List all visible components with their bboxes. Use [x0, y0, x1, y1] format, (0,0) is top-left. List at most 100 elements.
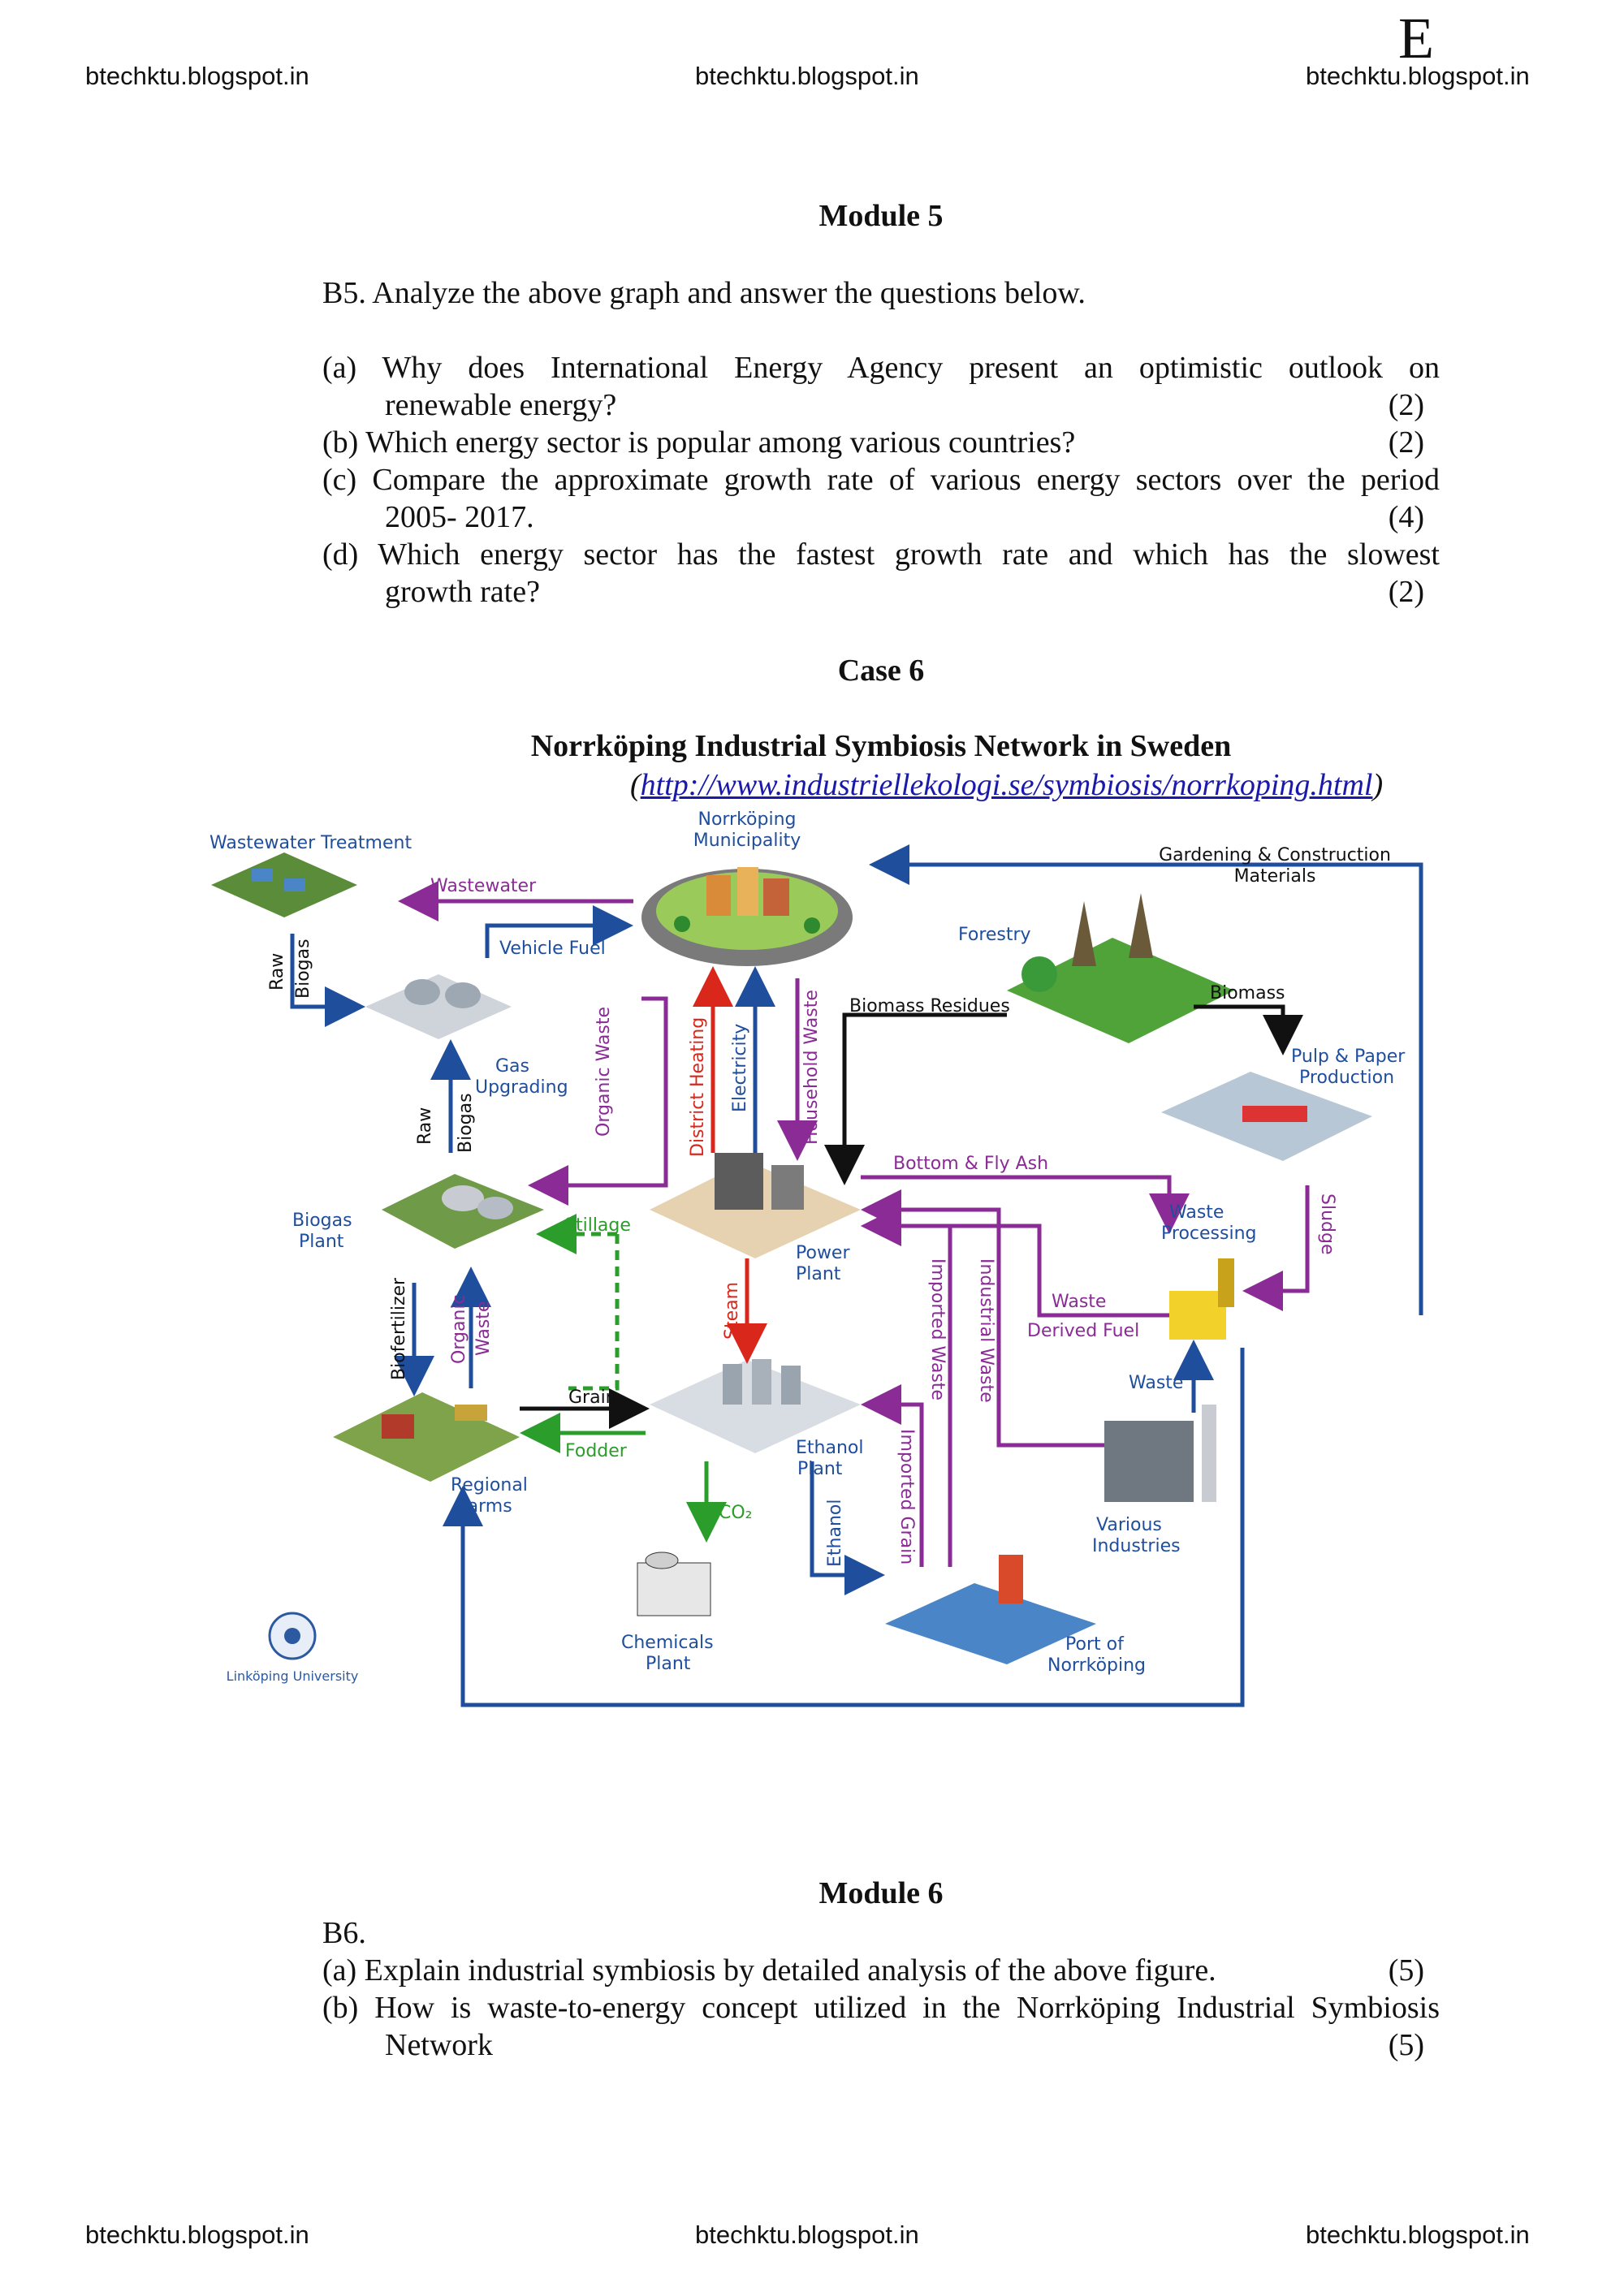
label-linkoping: Linköping University: [227, 1668, 359, 1684]
label-various-2: Industries: [1092, 1536, 1181, 1556]
q5d-mark: (2): [1388, 575, 1424, 609]
municipality-node: [641, 867, 853, 966]
link-close-paren: ): [1372, 768, 1384, 802]
arrow-waste-derived-fuel: [861, 1206, 1169, 1318]
label-electricity: Electricity: [730, 1024, 750, 1112]
label-ethanol-plant-1: Ethanol: [796, 1438, 863, 1458]
label-forestry: Forestry: [958, 925, 1031, 945]
case6-title: Case 6: [837, 654, 925, 688]
label-raw-mid: Raw: [415, 1107, 435, 1145]
arrow-industrial-waste: [861, 1189, 1104, 1448]
gas-upgrading-node: [365, 974, 512, 1039]
footer-center: btechktu.blogspot.in: [695, 2220, 919, 2249]
arrow-gardening: [869, 844, 1423, 1315]
label-biogas-plant-2: Plant: [299, 1232, 344, 1252]
label-regional-1: Regional: [451, 1475, 528, 1495]
q5b-mark: (2): [1388, 425, 1424, 460]
regional-farms-node: [333, 1392, 520, 1482]
q6a-row: (a) Explain industrial symbiosis by deta…: [322, 1952, 1440, 1989]
arrow-vehicle-fuel: [485, 905, 633, 958]
label-wastewater: Wastewater: [430, 876, 537, 896]
header-left: btechktu.blogspot.in: [85, 62, 309, 90]
label-ethanol: Ethanol: [825, 1500, 845, 1567]
label-imported-waste: Imported Waste: [927, 1258, 948, 1400]
q5c-line1: (c) Compare the approximate growth rate …: [322, 463, 1440, 497]
label-pulp: Pulp & Paper: [1291, 1047, 1406, 1067]
linkoping-logo: [268, 1612, 317, 1660]
label-biogas-mid: Biogas: [456, 1093, 476, 1153]
arrow-stillage-line: [568, 1234, 620, 1391]
link-open-paren: (: [630, 768, 641, 802]
label-biofertilizer: Biofertilizer: [389, 1277, 409, 1380]
arrow-biomass: [1194, 1004, 1303, 1055]
q6a: (a) Explain industrial symbiosis by deta…: [322, 1953, 1216, 1987]
label-waste-processing-2: Processing: [1161, 1224, 1256, 1244]
module6-intro: B6.: [322, 1916, 366, 1950]
various-industries-node: [1104, 1405, 1216, 1502]
port-node: [885, 1555, 1096, 1664]
ethanol-plant-node: [650, 1359, 861, 1453]
label-biomass: Biomass: [1210, 983, 1285, 1003]
label-gardening: Gardening & Construction: [1159, 845, 1391, 865]
label-waste-derived-2: Derived Fuel: [1027, 1321, 1139, 1341]
arrow-ethanol: [810, 1461, 885, 1595]
label-steam: Steam: [722, 1282, 742, 1340]
q6b-line2-row: Network (5): [322, 2026, 1440, 2064]
module5-intro: B5. Analyze the above graph and answer t…: [322, 276, 1086, 310]
waste-processing-node: [1169, 1258, 1234, 1340]
label-organic-waste-top: Organic Waste: [594, 1007, 614, 1137]
module6-title: Module 6: [818, 1876, 944, 1910]
label-gas: Gas: [495, 1056, 529, 1077]
arrow-organic-waste-top: [528, 996, 668, 1206]
label-materials: Materials: [1234, 866, 1316, 887]
footer-right: btechktu.blogspot.in: [1306, 2220, 1530, 2249]
label-waste-processing-1: Waste: [1169, 1202, 1224, 1223]
label-organic: Organic: [449, 1294, 469, 1364]
symbiosis-diagram: Norrköping Municipality Wastewater Treat…: [209, 809, 1423, 1707]
q5b: (b) Which energy sector is popular among…: [322, 425, 1076, 460]
q6a-mark: (5): [1388, 1953, 1424, 1987]
power-plant-node: [650, 1153, 861, 1258]
footer-left: btechktu.blogspot.in: [85, 2220, 309, 2249]
label-ethanol-plant-2: Plant: [797, 1459, 843, 1479]
label-production: Production: [1299, 1068, 1394, 1088]
case6-subtitle: Norrköping Industrial Symbiosis Network …: [530, 729, 1232, 763]
label-co2: CO₂: [719, 1503, 753, 1523]
label-imported-grain: Imported Grain: [896, 1429, 917, 1564]
arrow-sludge: [1242, 1185, 1310, 1311]
case6-link[interactable]: http://www.industriellekologi.se/symbios…: [640, 768, 1373, 802]
q5a-mark: (2): [1388, 388, 1424, 422]
label-fodder: Fodder: [565, 1441, 628, 1461]
label-bottom-fly-ash: Bottom & Fly Ash: [893, 1154, 1048, 1174]
arrow-biomass-residues: [824, 1012, 1007, 1185]
label-household-waste: Household Waste: [801, 990, 822, 1145]
label-waste-derived-1: Waste: [1052, 1292, 1106, 1312]
case6-link-row: (http://www.industriellekologi.se/symbio…: [630, 766, 1383, 804]
label-organic-waste-2: Waste: [473, 1301, 494, 1356]
corner-letter: E: [1398, 6, 1434, 71]
q6b-line1: (b) How is waste-to-energy concept utili…: [322, 1991, 1440, 2025]
label-biogas-plant-1: Biogas: [292, 1211, 352, 1231]
label-district-heating: District Heating: [688, 1017, 708, 1157]
arrow-bottom-fly-ash: [861, 1175, 1190, 1234]
label-biogas-top: Biogas: [293, 939, 313, 999]
label-power-plant-2: Plant: [796, 1264, 841, 1284]
q5a-line1: (a) Why does International Energy Agency…: [322, 351, 1440, 385]
label-regional-2: Farms: [459, 1496, 512, 1517]
label-chemicals-2: Plant: [646, 1654, 691, 1674]
q6b-line2: Network: [385, 2028, 493, 2062]
label-vehicle-fuel: Vehicle Fuel: [499, 939, 606, 959]
module5-title: Module 5: [818, 199, 944, 233]
label-sludge: Sludge: [1317, 1193, 1337, 1255]
arrow-loop-bottom: [443, 1348, 1245, 1707]
q6b-mark: (5): [1388, 2028, 1424, 2062]
q5d-line1: (d) Which energy sector has the fastest …: [322, 537, 1440, 572]
q5b-row: (b) Which energy sector is popular among…: [322, 424, 1440, 461]
q5a-line2-row: renewable energy? (2): [322, 386, 1440, 424]
arrow-raw-biogas-top: [290, 934, 365, 1027]
forestry-node: [1007, 893, 1234, 1043]
label-municipality2: Municipality: [693, 831, 801, 851]
header-center: btechktu.blogspot.in: [695, 62, 919, 90]
label-port-2: Norrköping: [1047, 1655, 1146, 1676]
q5c-line2: 2005- 2017.: [385, 500, 534, 534]
